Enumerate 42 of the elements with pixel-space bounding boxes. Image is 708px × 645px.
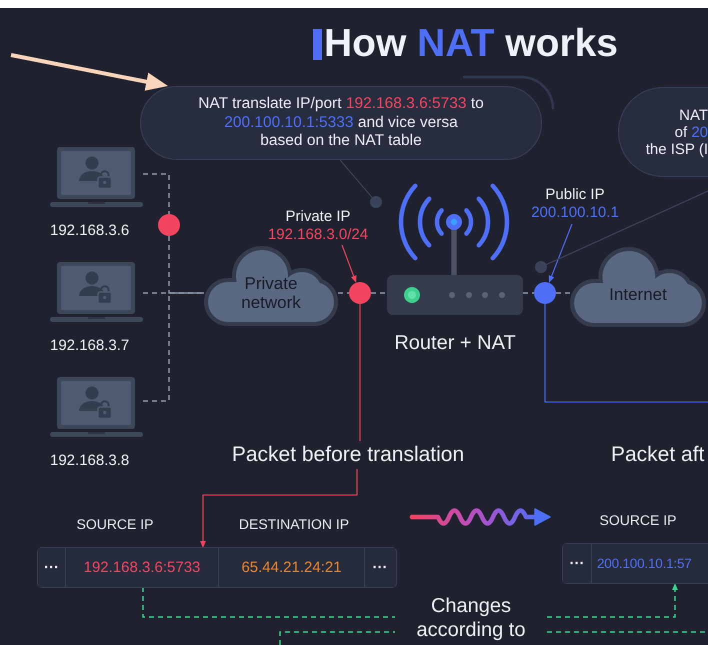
ip-address-label: 192.168.3.7 xyxy=(50,336,130,355)
column-header: SOURCE IP xyxy=(598,511,678,529)
connector-line xyxy=(168,236,204,294)
callout-text: NAT of 20 the ISP (I xyxy=(646,106,708,158)
laptop-icon xyxy=(50,261,143,325)
section-heading: Packet before translation xyxy=(210,441,486,469)
leader-line xyxy=(546,190,708,266)
connector-line xyxy=(523,292,534,294)
column-header: DESTINATION IP xyxy=(238,515,350,533)
arrow xyxy=(10,53,168,91)
connector-line xyxy=(547,631,708,633)
leader-line xyxy=(340,160,373,198)
ip-label: Private IP 192.168.3.0/24 xyxy=(258,208,378,245)
arrow xyxy=(548,224,573,283)
ellipsis-cell: ··· xyxy=(364,548,395,587)
column-header: SOURCE IP xyxy=(75,515,154,533)
device-label: Router + NAT xyxy=(393,331,517,355)
cloud-label: Private network xyxy=(240,274,302,312)
connector-line xyxy=(359,304,361,441)
connector-line xyxy=(143,292,204,402)
packet-table xyxy=(562,543,708,584)
cloud-label: Internet xyxy=(609,284,667,304)
arrow xyxy=(341,244,356,283)
section-heading: Packet aft xyxy=(611,441,708,469)
laptop-icon xyxy=(50,376,143,440)
packet-table xyxy=(37,547,397,588)
arrow xyxy=(200,469,358,548)
connector-line xyxy=(143,173,170,214)
ip-address-label: 192.168.3.6 xyxy=(50,221,130,240)
connector-line xyxy=(279,631,395,645)
callout-text: NAT translate IP/port 192.168.3.6:5733 to 200.100.10.1:5333 and vice versa based on the NAT table xyxy=(198,95,484,151)
note-text: Changes according to xyxy=(395,594,547,645)
arrow xyxy=(547,583,678,618)
connector-line xyxy=(556,292,570,294)
diagram-title: How NAT works xyxy=(324,21,618,67)
ip-address-label: 192.168.3.8 xyxy=(50,451,130,470)
connector-line xyxy=(371,292,387,294)
connector-line xyxy=(544,304,708,403)
laptop-icon xyxy=(50,146,143,210)
connector-line xyxy=(338,292,349,294)
ip-label: Public IP 200.100.10.1 xyxy=(517,186,633,224)
connector-line xyxy=(142,587,395,618)
